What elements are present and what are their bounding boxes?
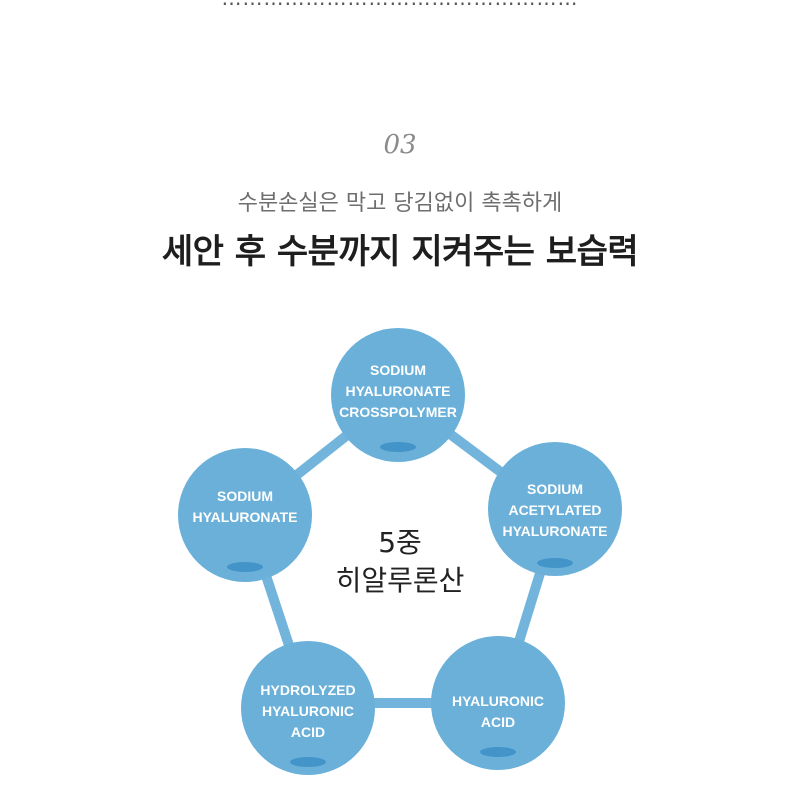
diagram-node-3: HYALURONIC ACID (431, 636, 565, 770)
center-label-line-2: 히알루론산 (336, 564, 465, 597)
center-label-line-1: 5중 (378, 526, 422, 559)
node-2-base (537, 558, 573, 568)
node-4-line-2: HYALURONIC (262, 703, 354, 719)
diagram-node-4: HYDROLYZED HYALURONIC ACID (241, 641, 375, 775)
node-4-circle (241, 641, 375, 775)
node-2-line-3: HYALURONATE (502, 523, 607, 539)
node-5-line-2: HYALURONATE (192, 509, 297, 525)
node-3-line-2: ACID (481, 714, 515, 730)
diagram-center-label: 5중 히알루론산 (336, 526, 465, 597)
node-2-line-2: ACETYLATED (508, 502, 601, 518)
previous-section-text: …………………………………………… (0, 0, 800, 10)
section-headline: 세안 후 수분까지 지켜주는 보습력 (161, 232, 639, 272)
node-3-base (480, 747, 516, 757)
node-5-circle (178, 448, 312, 582)
node-3-line-1: HYALURONIC (452, 693, 544, 709)
diagram-node-5: SODIUM HYALURONATE (178, 448, 312, 582)
node-2-circle (488, 442, 622, 576)
diagram-node-2: SODIUM ACETYLATED HYALURONATE (488, 442, 622, 576)
node-1-base (380, 442, 416, 452)
node-1-line-3: CROSSPOLYMER (339, 404, 457, 420)
section-subtitle: 수분손실은 막고 당김없이 촉촉하게 (237, 191, 563, 216)
diagram-node-1: SODIUM HYALURONATE CROSSPOLYMER (331, 328, 465, 462)
step-number: 03 (383, 130, 417, 160)
node-1-line-2: HYALURONATE (345, 383, 450, 399)
node-4-line-1: HYDROLYZED (260, 682, 355, 698)
node-1-line-1: SODIUM (370, 362, 426, 378)
node-3-circle (431, 636, 565, 770)
node-4-line-3: ACID (291, 724, 325, 740)
node-2-line-1: SODIUM (527, 481, 583, 497)
node-5-line-1: SODIUM (217, 488, 273, 504)
node-5-base (227, 562, 263, 572)
node-4-base (290, 757, 326, 767)
node-1-circle (331, 328, 465, 462)
